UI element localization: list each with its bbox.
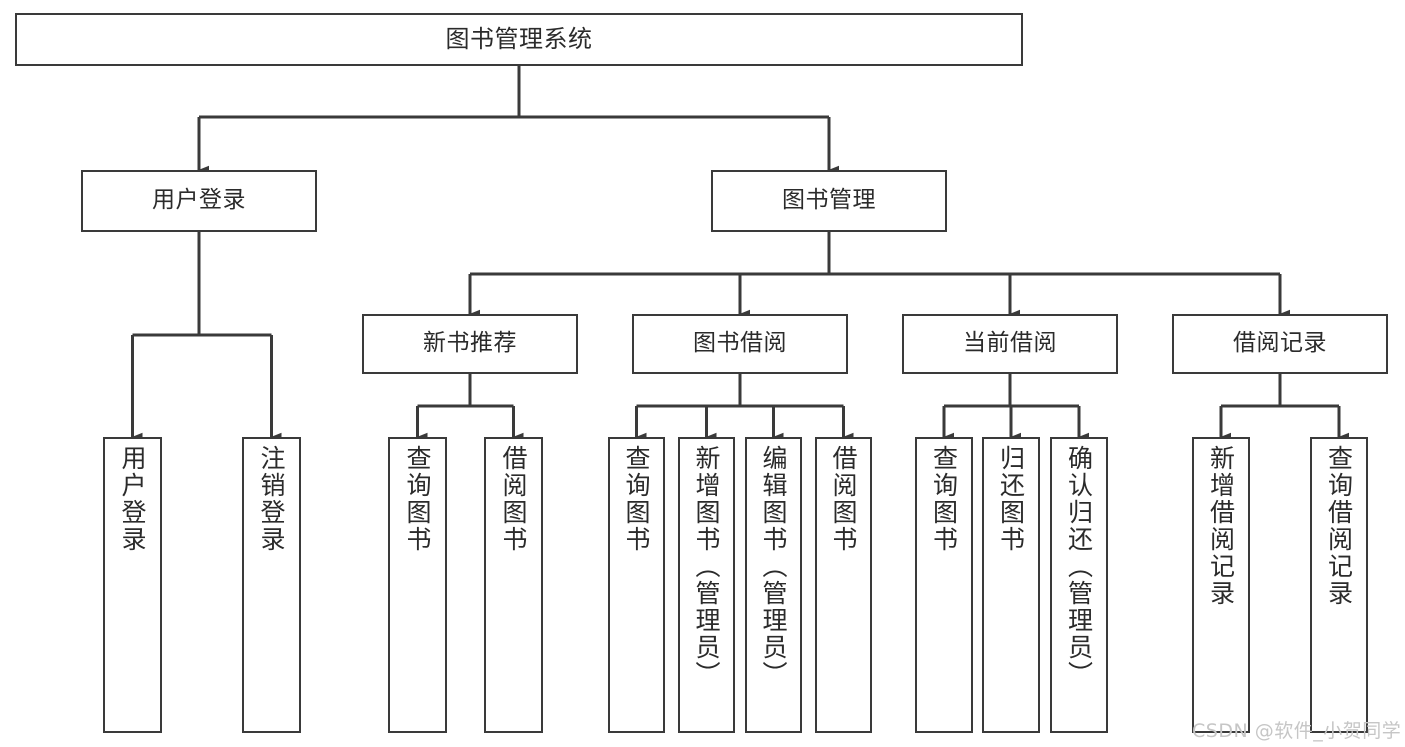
node-label: 图书借阅 [693,330,787,357]
node-current-borrow[interactable]: 当前借阅 [902,314,1118,374]
node-leaf-edit-book-admin[interactable]: 编辑图书（管理员） [745,437,802,733]
node-label: 图书管理 [782,187,876,214]
node-leaf-confirm-return-admin[interactable]: 确认归还（管理员） [1050,437,1108,733]
node-label: 注销登录 [257,445,286,553]
node-user-login[interactable]: 用户登录 [81,170,317,232]
node-book-borrow[interactable]: 图书借阅 [632,314,848,374]
node-leaf-add-borrow-record[interactable]: 新增借阅记录 [1192,437,1250,733]
node-leaf-logout[interactable]: 注销登录 [242,437,301,733]
node-label: 新增借阅记录 [1206,445,1236,607]
node-leaf-borrow-book-recommend[interactable]: 借阅图书 [484,437,543,733]
node-leaf-add-book-admin[interactable]: 新增图书（管理员） [678,437,735,733]
node-label: 查询图书 [403,445,432,553]
node-label: 查询借阅记录 [1324,445,1354,607]
node-label: 用户登录 [118,445,147,553]
node-label: 查询图书 [929,445,959,553]
node-new-book-recommend[interactable]: 新书推荐 [362,314,578,374]
node-leaf-query-book-borrow[interactable]: 查询图书 [608,437,665,733]
node-leaf-query-book-recommend[interactable]: 查询图书 [388,437,447,733]
node-label: 确认归还（管理员） [1064,445,1094,688]
node-label: 当前借阅 [963,330,1057,357]
node-root-system[interactable]: 图书管理系统 [15,13,1023,66]
node-borrow-record[interactable]: 借阅记录 [1172,314,1388,374]
node-leaf-borrow-book[interactable]: 借阅图书 [815,437,872,733]
node-leaf-user-login[interactable]: 用户登录 [103,437,162,733]
node-label: 图书管理系统 [445,25,593,54]
node-label: 用户登录 [152,187,246,214]
node-label: 借阅图书 [499,445,528,553]
node-leaf-query-borrow-record[interactable]: 查询借阅记录 [1310,437,1368,733]
node-label: 新书推荐 [423,330,517,357]
node-label: 归还图书 [996,445,1026,553]
node-label: 借阅图书 [829,445,858,553]
node-book-management[interactable]: 图书管理 [711,170,947,232]
node-label: 编辑图书（管理员） [759,445,788,688]
node-leaf-return-book[interactable]: 归还图书 [982,437,1040,733]
node-label: 借阅记录 [1233,330,1327,357]
node-leaf-query-book-current[interactable]: 查询图书 [915,437,973,733]
node-label: 查询图书 [622,445,651,553]
node-label: 新增图书（管理员） [692,445,721,688]
csdn-watermark: CSDN @软件_小贺同学 [1192,720,1402,742]
